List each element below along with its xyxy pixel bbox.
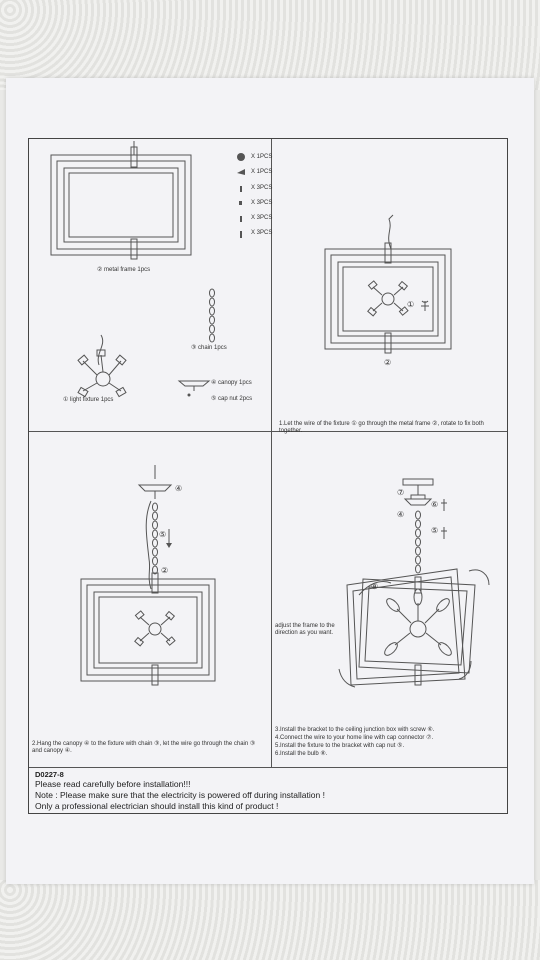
footer-divider bbox=[29, 767, 507, 768]
step2-callout-5: ⑤ bbox=[159, 530, 167, 539]
step3-callout-4: ④ bbox=[397, 510, 405, 519]
product-code: D0227-8 bbox=[35, 770, 64, 779]
step2-callout-2: ② bbox=[161, 566, 169, 575]
part-qty-3: X 3PCS bbox=[251, 185, 273, 191]
step3-callout-8: ⑧ bbox=[371, 582, 379, 591]
adjust-frame-note: adjust the frame to the direction as you… bbox=[275, 623, 335, 636]
warning-professional-electrician: Only a professional electrician should i… bbox=[35, 801, 279, 811]
part-qty-2: X 1PCS bbox=[251, 169, 273, 175]
canopy-label: ④ canopy 1pcs bbox=[211, 380, 252, 386]
step1-instruction: 1.Let the wire of the fixture ① go throu… bbox=[279, 421, 484, 434]
step3-callout-6: ⑥ bbox=[431, 500, 439, 509]
step3-instruction: 3.Install the bracket to the ceiling jun… bbox=[275, 727, 435, 733]
part-qty-6: X 3PCS bbox=[251, 230, 273, 236]
step1-callout-2: ② bbox=[384, 358, 392, 367]
light-fixture-label: ① light fixture 1pcs bbox=[63, 397, 114, 403]
warning-power-off: Note : Please make sure that the electri… bbox=[35, 790, 325, 800]
step1-illustration bbox=[324, 214, 452, 354]
cap-nut-label: ⑤ cap nut 2pcs bbox=[211, 396, 253, 402]
step2-callout-4: ④ bbox=[175, 484, 183, 493]
step1-callout-1: ① bbox=[407, 300, 415, 309]
step2-instruction: 2.Hang the canopy ④ to the fixture with … bbox=[32, 741, 256, 754]
background-texture-bottom bbox=[0, 880, 540, 960]
warning-read-carefully: Please read carefully before installatio… bbox=[35, 779, 191, 789]
part-qty-1: X 1PCS bbox=[251, 154, 273, 160]
instruction-frame: X 1PCS X 1PCS X 3PCS X 3PCS X 3PCS X 3PC… bbox=[28, 138, 508, 814]
step3-callout-5: ⑤ bbox=[431, 526, 439, 535]
part-qty-5: X 3PCS bbox=[251, 215, 273, 221]
part-qty-4: X 3PCS bbox=[251, 200, 273, 206]
background-texture-top bbox=[0, 0, 540, 90]
step3-6-illustration bbox=[338, 478, 490, 688]
chain-label: ③ chain 1pcs bbox=[191, 345, 227, 351]
step6-instruction: 6.Install the bulb ⑧. bbox=[275, 751, 328, 757]
grid-divider-vertical bbox=[271, 139, 272, 767]
metal-frame-label: ② metal frame 1pcs bbox=[97, 267, 151, 273]
grid-divider-horizontal bbox=[29, 431, 507, 432]
step4-instruction: 4.Connect the wire to your home line wit… bbox=[275, 735, 434, 741]
parts-illustration bbox=[50, 141, 245, 398]
step2-illustration bbox=[80, 465, 216, 686]
step5-instruction: 5.Install the fixture to the bracket wit… bbox=[275, 743, 405, 749]
instruction-sheet: X 1PCS X 1PCS X 3PCS X 3PCS X 3PCS X 3PC… bbox=[6, 78, 534, 884]
step3-callout-7: ⑦ bbox=[397, 488, 405, 497]
